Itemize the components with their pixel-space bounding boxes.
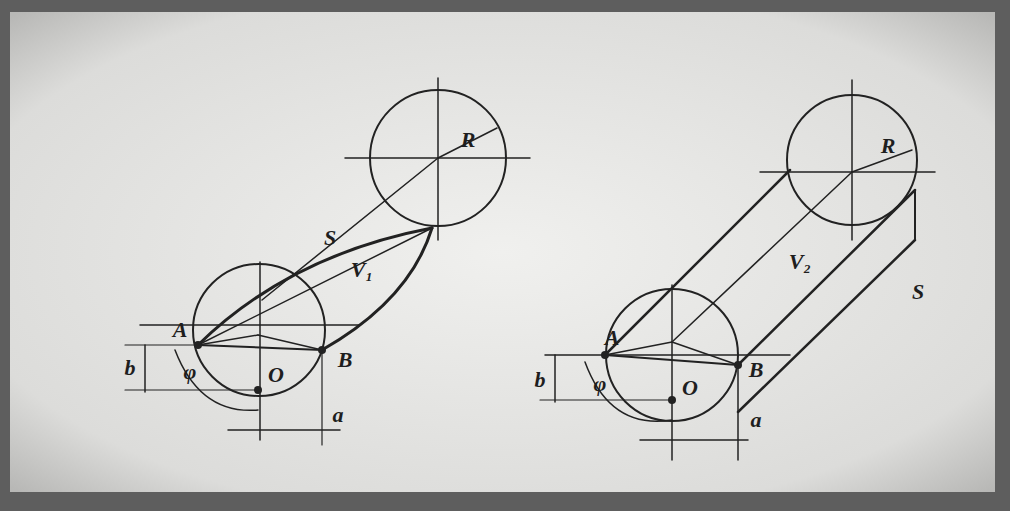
dimension-label: R bbox=[459, 128, 478, 152]
dimension-label: S bbox=[322, 226, 338, 250]
dimension-label: φ bbox=[182, 360, 199, 384]
dimension-label: φ bbox=[592, 372, 609, 396]
dimension-label: B bbox=[336, 348, 355, 372]
dimension-label: O bbox=[266, 363, 286, 387]
left-figure bbox=[125, 78, 530, 445]
dimension-label: a bbox=[749, 408, 764, 432]
paper-ground bbox=[10, 12, 995, 492]
dimension-label: a bbox=[331, 403, 346, 427]
dimension-label: B bbox=[747, 358, 766, 382]
dimension-label: O bbox=[680, 376, 700, 400]
dimension-label: b bbox=[533, 368, 548, 392]
dimension-label: V₂ bbox=[787, 250, 813, 274]
dimension-label: R bbox=[879, 134, 898, 158]
right-figure bbox=[540, 80, 935, 460]
dimension-label: b bbox=[123, 356, 138, 380]
dimension-label: S bbox=[910, 280, 926, 304]
right-points bbox=[601, 351, 742, 404]
dimension-label: A bbox=[171, 318, 190, 342]
dimension-label: V₁ bbox=[349, 258, 375, 282]
left-points bbox=[194, 341, 326, 394]
dimension-label: A bbox=[603, 326, 622, 350]
